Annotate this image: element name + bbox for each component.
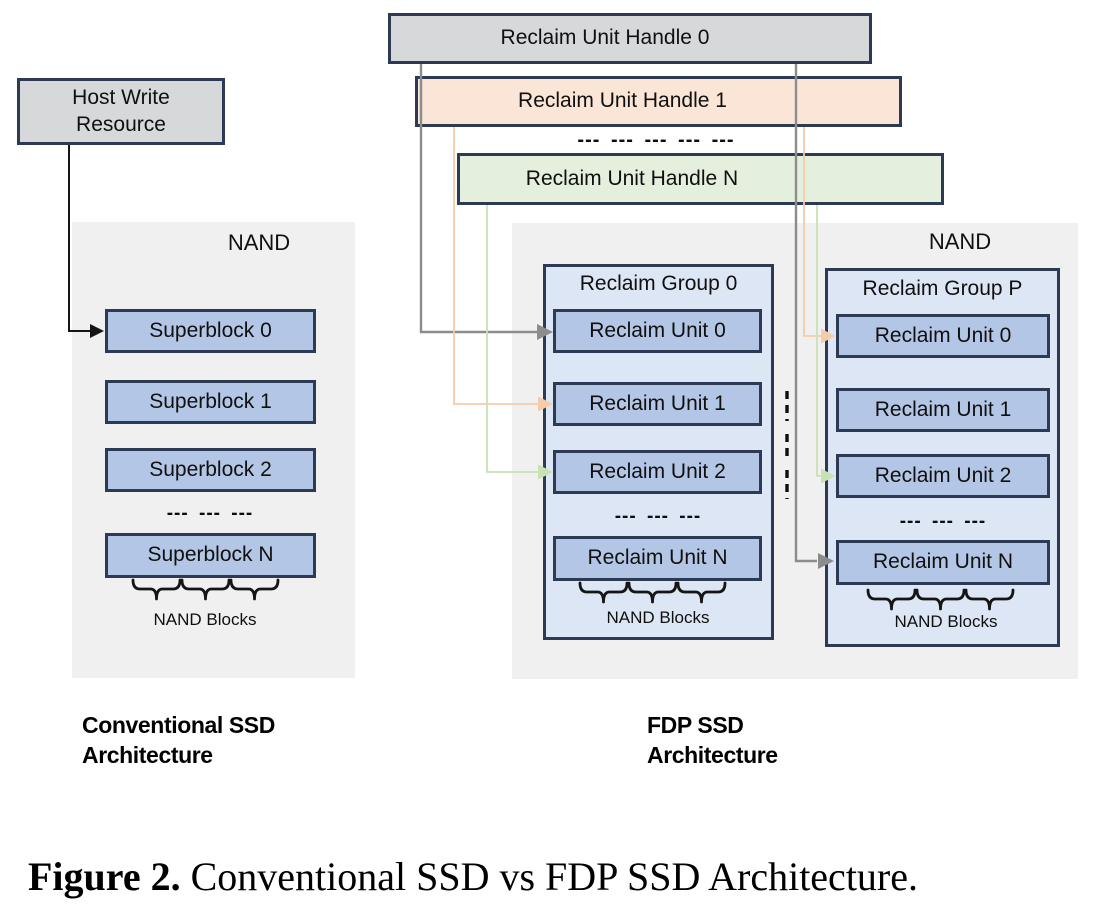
group0-ellipsis: --- --- ---: [614, 506, 702, 527]
figure-caption: Figure 2.Conventional SSD vs FDP SSD Arc…: [28, 852, 1088, 902]
host-write-resource-box: Host Write Resource: [17, 78, 225, 145]
handle-ellipsis: --- --- --- --- ---: [577, 129, 735, 151]
figure-caption-text: Conventional SSD vs FDP SSD Architecture…: [190, 854, 918, 899]
groupP-nand-blocks-label: NAND Blocks: [894, 612, 998, 631]
fdp-caption-line1: FDP SSD: [647, 712, 744, 738]
group0-reclaim-unit-1-box: Reclaim Unit 1: [553, 382, 762, 426]
group0-reclaim-unit-2-box: Reclaim Unit 2: [553, 450, 762, 494]
group0-nand-blocks-label: NAND Blocks: [606, 608, 710, 627]
fdp-caption: FDP SSD Architecture: [647, 710, 778, 770]
conventional-nand-blocks-label: NAND Blocks: [153, 610, 257, 629]
groupP-reclaim-unit-2-box: Reclaim Unit 2: [836, 454, 1050, 498]
superblock-2-box: Superblock 2: [105, 448, 316, 492]
reclaim-unit-handle-1-box: Reclaim Unit Handle 1: [415, 76, 902, 127]
figure-caption-label: Figure 2.: [28, 854, 181, 899]
conventional-caption: Conventional SSD Architecture: [82, 710, 275, 770]
fdp-caption-line2: Architecture: [647, 742, 778, 768]
conventional-caption-line2: Architecture: [82, 742, 213, 768]
groupP-reclaim-unit-n-box: Reclaim Unit N: [836, 540, 1050, 585]
groupP-reclaim-unit-1-box: Reclaim Unit 1: [836, 388, 1050, 432]
reclaim-unit-handle-0-box: Reclaim Unit Handle 0: [388, 13, 872, 64]
host-write-resource-label: Host Write Resource: [72, 86, 170, 136]
groupP-ellipsis: --- --- ---: [899, 511, 987, 532]
reclaim-group-0-title: Reclaim Group 0: [579, 272, 738, 295]
superblock-ellipsis: --- --- ---: [166, 503, 254, 524]
superblock-0-box: Superblock 0: [105, 309, 316, 353]
group0-reclaim-unit-n-box: Reclaim Unit N: [553, 536, 762, 581]
reclaim-group-p-title: Reclaim Group P: [862, 277, 1023, 300]
superblock-1-box: Superblock 1: [105, 380, 316, 424]
superblock-n-box: Superblock N: [105, 533, 316, 578]
conventional-caption-line1: Conventional SSD: [82, 712, 275, 738]
conventional-nand-label: NAND: [227, 230, 291, 255]
reclaim-unit-handle-n-box: Reclaim Unit Handle N: [457, 153, 944, 205]
group0-reclaim-unit-0-box: Reclaim Unit 0: [553, 309, 762, 353]
fdp-nand-label: NAND: [928, 229, 992, 254]
groupP-reclaim-unit-0-box: Reclaim Unit 0: [836, 314, 1050, 358]
